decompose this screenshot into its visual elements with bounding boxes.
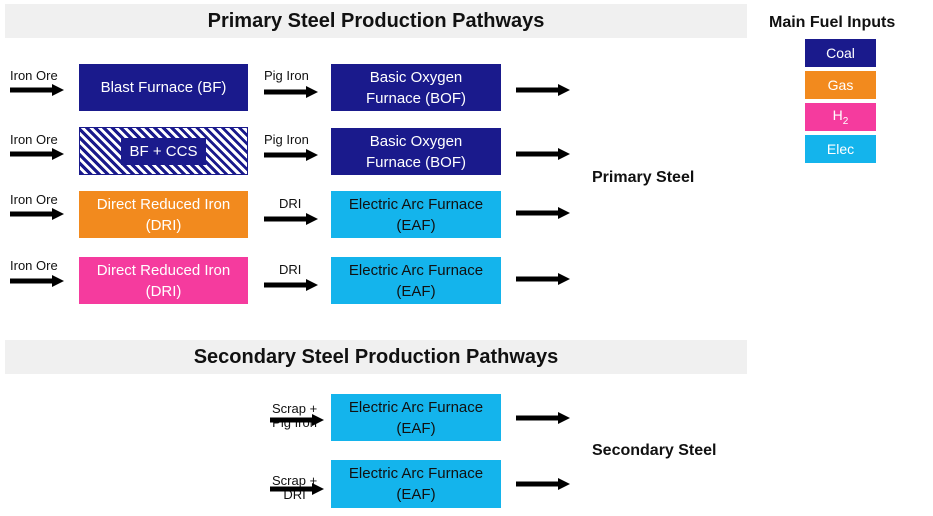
sec-row2-output-arrow xyxy=(516,478,570,490)
primary-pathways-title: Primary Steel Production Pathways xyxy=(207,9,545,32)
row4-input-label: Iron Ore xyxy=(10,258,58,273)
row4-intermediate-label: DRI xyxy=(279,262,302,277)
row2-bf-ccs: BF + CCS xyxy=(79,127,248,175)
legend-gas-label: Gas xyxy=(827,77,854,93)
secondary-steel-label: Secondary Steel xyxy=(592,442,717,459)
row3-input-arrow xyxy=(10,208,64,220)
row1-input-label: Iron Ore xyxy=(10,68,58,83)
secondary-pathways-title: Secondary Steel Production Pathways xyxy=(193,345,559,368)
row1-blast-furnace: Blast Furnace (BF) xyxy=(79,64,248,111)
row3-eaf: Electric Arc Furnace(EAF) xyxy=(331,191,501,238)
row4-eaf: Electric Arc Furnace(EAF) xyxy=(331,257,501,304)
row2-input-label: Iron Ore xyxy=(10,132,58,147)
row4-output-arrow xyxy=(516,273,570,285)
row4-dri-h2: Direct Reduced Iron(DRI) xyxy=(79,257,248,304)
secondary-pathways-banner: Secondary Steel Production Pathways xyxy=(5,340,747,374)
legend-elec: Elec xyxy=(805,135,876,163)
row1-intermediate-label: Pig Iron xyxy=(264,68,309,83)
primary-steel-label: Primary Steel xyxy=(592,169,695,186)
row3-output-arrow xyxy=(516,207,570,219)
row3-dri-gas: Direct Reduced Iron(DRI) xyxy=(79,191,248,238)
legend-h2-label: H2 xyxy=(832,107,849,127)
row2-intermediate-arrow xyxy=(264,149,318,161)
row1-output-arrow xyxy=(516,84,570,96)
row1-input-arrow xyxy=(10,84,64,96)
row2-output-arrow xyxy=(516,148,570,160)
row3-intermediate-arrow xyxy=(264,213,318,225)
sec-row1-eaf: Electric Arc Furnace(EAF) xyxy=(331,394,501,441)
primary-pathways-banner: Primary Steel Production Pathways xyxy=(5,4,747,38)
legend-gas: Gas xyxy=(805,71,876,99)
legend-title: Main Fuel Inputs xyxy=(769,14,896,31)
legend-coal: Coal xyxy=(805,39,876,67)
sec-row1-output-arrow xyxy=(516,412,570,424)
legend-elec-label: Elec xyxy=(826,141,855,157)
sec-row2-input-arrow xyxy=(270,483,324,495)
legend-h2: H2 xyxy=(805,103,876,131)
sec-row2-eaf: Electric Arc Furnace(EAF) xyxy=(331,460,501,508)
row4-input-arrow xyxy=(10,275,64,287)
sec-row1-input-arrow xyxy=(270,414,324,426)
legend-coal-label: Coal xyxy=(826,45,855,61)
row4-intermediate-arrow xyxy=(264,279,318,291)
row3-input-label: Iron Ore xyxy=(10,192,58,207)
row1-intermediate-arrow xyxy=(264,86,318,98)
row2-input-arrow xyxy=(10,148,64,160)
row3-intermediate-label: DRI xyxy=(279,196,302,211)
row2-intermediate-label: Pig Iron xyxy=(264,132,309,147)
